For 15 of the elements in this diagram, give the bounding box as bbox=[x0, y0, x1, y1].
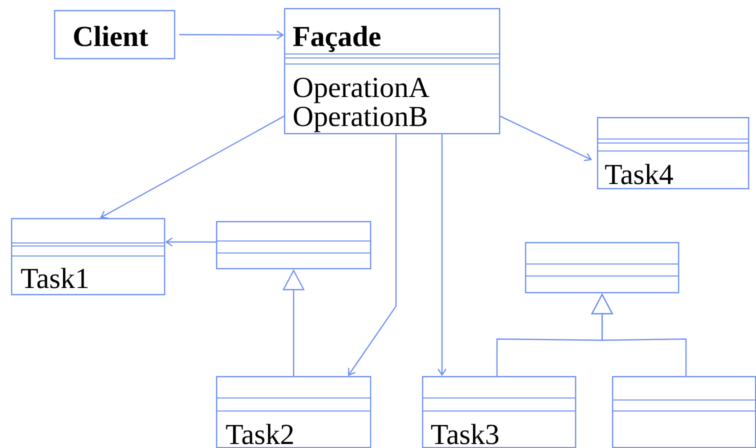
class-box: Task3 bbox=[422, 376, 576, 448]
class-box bbox=[612, 376, 756, 448]
class-box bbox=[216, 221, 372, 270]
arrow bbox=[165, 238, 216, 246]
arrow bbox=[500, 116, 592, 162]
class-box: Task2 bbox=[216, 376, 372, 448]
arrow bbox=[438, 134, 446, 376]
class-box: Client bbox=[54, 10, 176, 60]
arrow bbox=[100, 116, 284, 219]
arrow bbox=[179, 30, 284, 40]
class-box: Façade OperationA OperationB bbox=[284, 8, 500, 134]
class-box bbox=[524, 242, 680, 294]
class-box: Task1 bbox=[10, 218, 166, 296]
class-box: Task4 bbox=[596, 117, 750, 190]
arrow bbox=[348, 134, 397, 376]
